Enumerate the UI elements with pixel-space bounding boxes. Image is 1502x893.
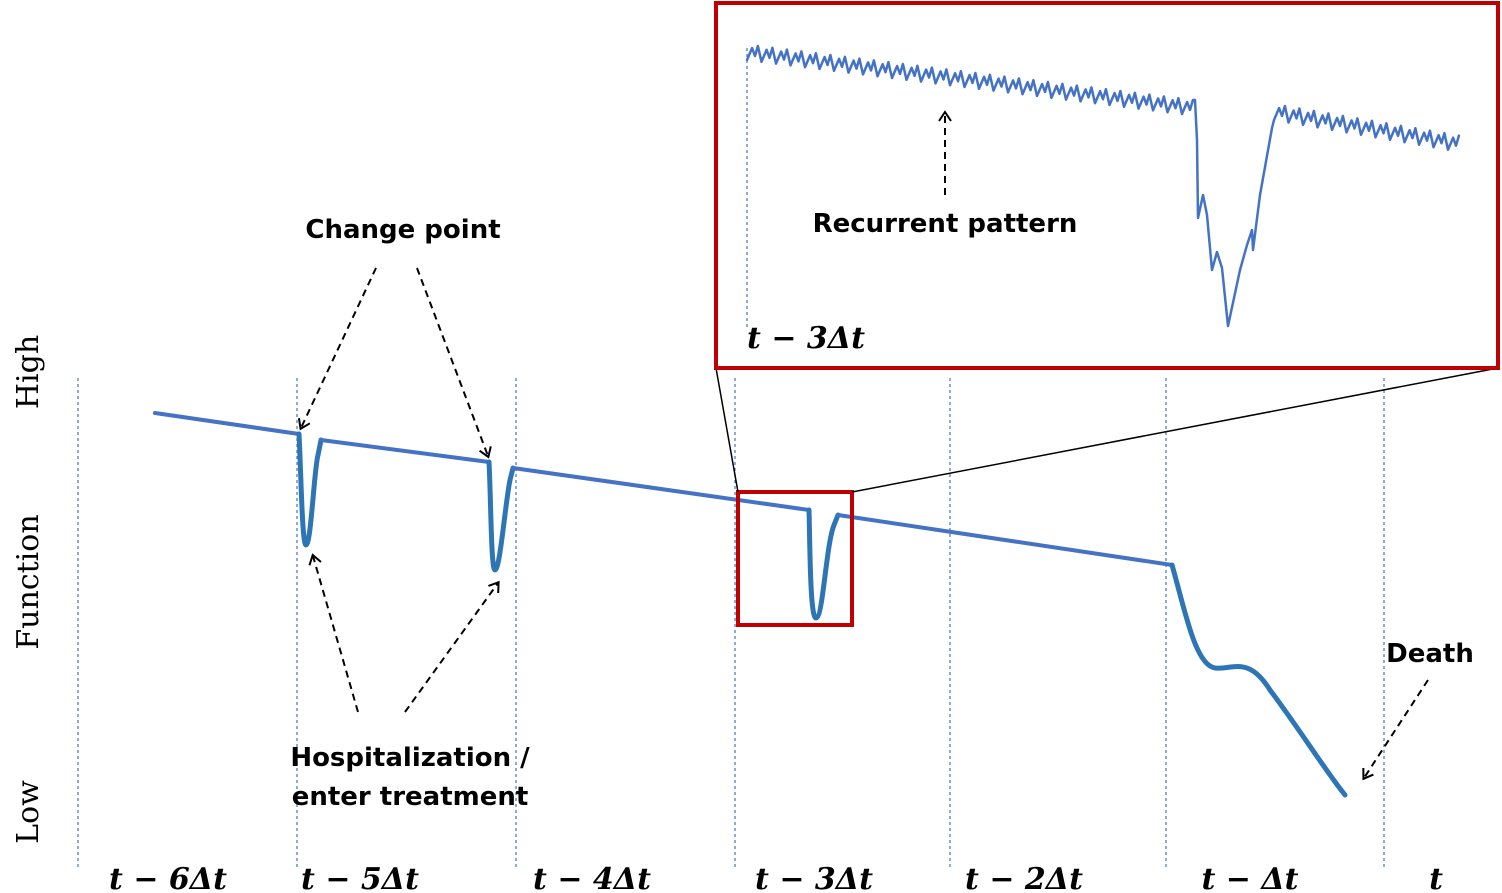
zoom-connector-line xyxy=(851,367,1499,493)
x-tick-label: t − 2Δt xyxy=(965,862,1083,893)
change-point-arrow-2 xyxy=(416,267,492,459)
change-point-label: Change point xyxy=(305,215,500,245)
inset-tick-label: t − 3Δt xyxy=(747,321,865,356)
terminal-decline xyxy=(1169,562,1348,798)
zoom-connector-line xyxy=(715,367,739,493)
hospitalization-arrow-2 xyxy=(404,580,500,713)
hospitalization-label-line2: enter treatment xyxy=(292,782,529,812)
x-tick-label: t − 5Δt xyxy=(301,862,419,893)
dip-hospitalization-2 xyxy=(486,459,516,573)
function-trajectory xyxy=(153,411,1348,798)
y-axis-high-label: High xyxy=(11,335,46,409)
x-tick-label: t − 4Δt xyxy=(533,862,651,893)
trajectory-segment xyxy=(511,466,811,512)
inset-frame xyxy=(714,1,1500,370)
death-label: Death xyxy=(1386,639,1474,669)
dip-hospitalization-1 xyxy=(296,431,324,548)
x-tick-label: t xyxy=(1429,862,1443,893)
x-tick-label: t − 3Δt xyxy=(755,862,873,893)
y-axis-low-label: Low xyxy=(11,780,46,844)
trajectory-segment xyxy=(836,513,1174,567)
hospitalization-label-line1: Hospitalization / xyxy=(290,743,530,773)
hospitalization-arrow-1 xyxy=(308,553,359,713)
zoom-inset-panel: t − 3Δt xyxy=(714,1,1500,370)
inset-recurrent-trace xyxy=(745,44,1461,328)
dip-hospitalization-3 xyxy=(806,507,841,621)
x-tick-label: t − 6Δt xyxy=(109,862,227,893)
change-point-arrow-1 xyxy=(297,267,377,431)
x-axis-ticks: t − 6Δt t − 5Δt t − 4Δt t − 3Δt t − 2Δt … xyxy=(109,862,1443,893)
trajectory-segment xyxy=(319,438,491,464)
recurrent-pattern-label: Recurrent pattern xyxy=(813,209,1078,239)
death-arrow xyxy=(1362,679,1429,781)
trajectory-segment xyxy=(153,411,301,436)
time-dividers xyxy=(77,378,1385,868)
y-axis-function-label: Function xyxy=(11,514,46,649)
zoom-highlight-box xyxy=(736,490,854,627)
x-tick-label: t − Δt xyxy=(1201,862,1298,893)
